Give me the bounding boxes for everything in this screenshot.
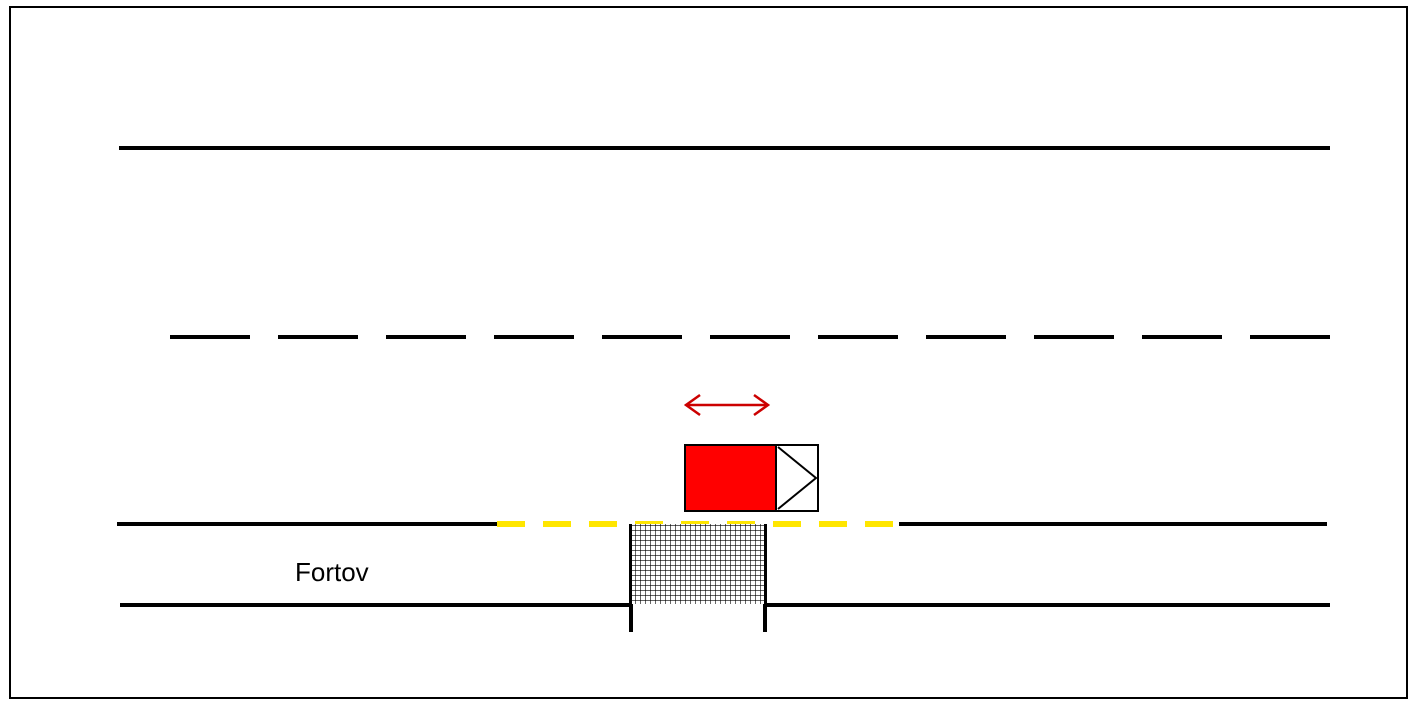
double-headed-arrow-icon	[683, 393, 771, 417]
crosshatched-pit-icon	[632, 524, 764, 604]
diagram-border	[9, 6, 1408, 699]
truck-cab	[775, 444, 819, 512]
truck-icon	[684, 444, 819, 512]
sidewalk-label: Fortov	[295, 557, 369, 587]
truck-body	[684, 444, 777, 512]
truck-cab-windshield	[777, 446, 818, 510]
